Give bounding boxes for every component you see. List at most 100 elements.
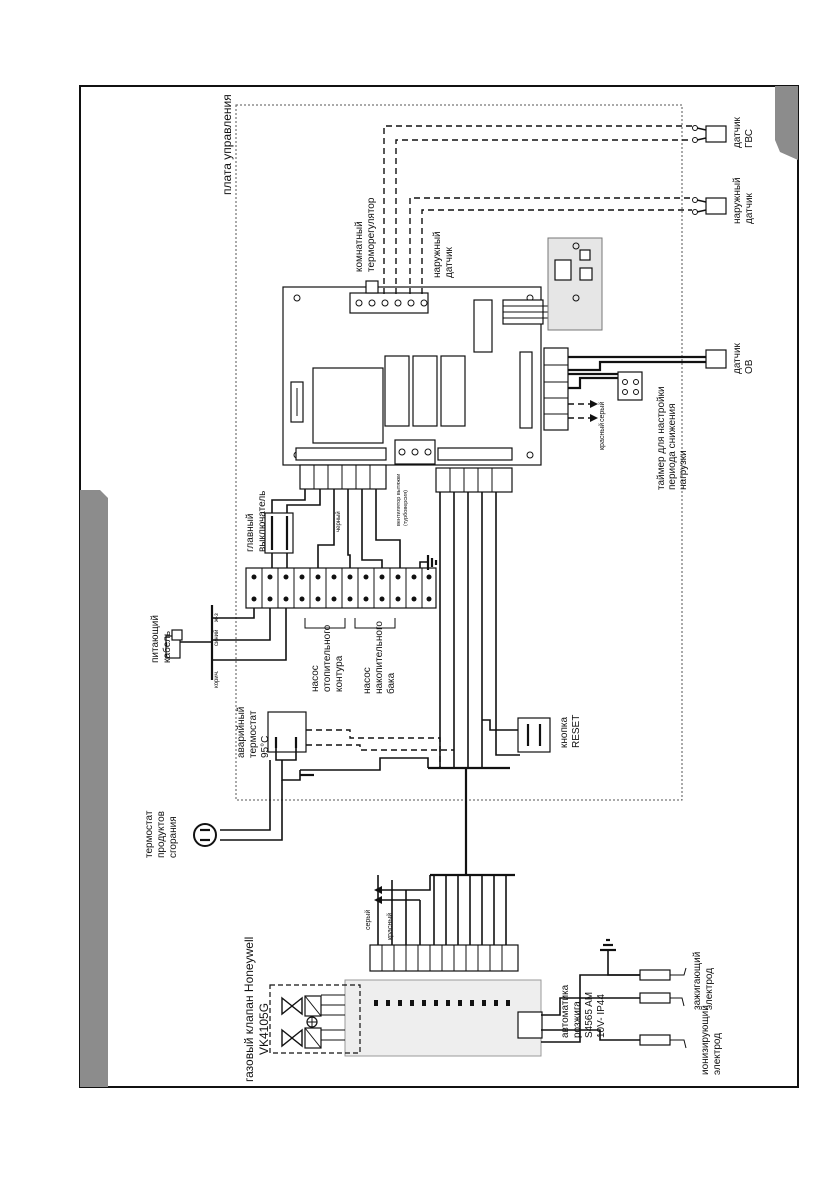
label-gas-valve-model: VK4105G — [257, 1003, 271, 1055]
reset-button — [517, 717, 551, 753]
svg-text:95°C: 95°C — [260, 736, 271, 758]
svg-text:ГВС: ГВС — [744, 129, 755, 148]
label-black-wire: черный — [335, 511, 342, 532]
top-terminal-block — [349, 292, 429, 314]
label-outdoor-sensor-right: наружный датчик — [732, 177, 755, 224]
label-emergency-thermostat: аварийный термостат 95°C — [236, 707, 271, 758]
microcontroller-chip — [473, 299, 493, 353]
label-room-thermostat: комнатный терморегулятор — [354, 197, 377, 272]
outdoor-sensor-probe — [705, 197, 727, 215]
svg-text:накопительного: накопительного — [374, 621, 385, 694]
top-terminal-pins — [355, 299, 428, 307]
label-tank-pump: насос накопительного бака — [362, 621, 397, 694]
svg-text:аварийный: аварийный — [236, 707, 247, 758]
label-main-switch: главный выключатель — [245, 491, 268, 552]
label-exhaust-fan: вентилятор вытяжки (турбоверсия) — [396, 474, 409, 526]
right-plug — [435, 467, 513, 493]
left-plug — [299, 464, 387, 490]
label-heating-pump: насос отопительного контура — [310, 624, 345, 692]
pcb-bottom-terminals-right — [437, 447, 513, 461]
right-gray-tab — [775, 86, 798, 160]
gas-valve-boundary — [269, 984, 361, 1054]
relay — [440, 355, 466, 427]
label-flue-thermostat: термостат продуктов сгорания — [144, 810, 179, 858]
label-gray-timer: серый — [598, 402, 606, 422]
electrode-connector — [639, 969, 671, 981]
svg-text:датчик: датчик — [732, 342, 743, 374]
relay — [412, 355, 438, 427]
timer-module — [617, 371, 643, 401]
relay — [384, 355, 410, 427]
side-terminal-block — [519, 351, 533, 429]
svg-text:бака: бака — [385, 672, 397, 694]
label-red-timer: красный — [598, 423, 606, 450]
svg-text:электрод: электрод — [712, 1033, 723, 1075]
svg-text:периода снижения: периода снижения — [667, 403, 678, 490]
svg-text:ионизирующий: ионизирующий — [700, 1005, 711, 1075]
label-reset-button: кнопка RESET — [559, 715, 582, 748]
label-gray-lower: серый — [364, 910, 372, 930]
label-dhw-sensor: датчик ГВС — [732, 116, 755, 148]
label-ignition-automation: автоматика розжига S4565 AM 10V- IP44 — [560, 984, 607, 1038]
label-yellow-green: ж-з — [214, 613, 220, 622]
svg-text:продуктов: продуктов — [156, 811, 167, 858]
gas-valve-symbol — [281, 995, 322, 1049]
svg-text:электрод: электрод — [704, 968, 715, 1010]
label-ov-sensor: датчик ОВ — [732, 342, 755, 374]
svg-text:наружный: наружный — [432, 231, 443, 278]
dhw-sensor-probe — [705, 125, 727, 143]
svg-text:насос: насос — [310, 665, 321, 692]
svg-text:главный: главный — [245, 514, 256, 552]
svg-text:зажигающий: зажигающий — [692, 952, 703, 1010]
main-terminal-pins — [261, 568, 423, 608]
svg-text:наружный: наружный — [732, 177, 743, 224]
svg-text:терморегулятор: терморегулятор — [366, 197, 377, 272]
svg-text:ОВ: ОВ — [744, 359, 755, 374]
flue-thermostat-sensor — [193, 823, 217, 847]
svg-text:питающий: питающий — [150, 615, 161, 663]
electrode-connector — [639, 1034, 671, 1046]
svg-text:кнопка: кнопка — [559, 717, 570, 748]
svg-text:датчик: датчик — [444, 246, 455, 278]
label-ionization-electrode: ионизирующий электрод — [700, 1005, 723, 1075]
right-terminal-block — [543, 347, 569, 431]
pcb-bottom-terminals-mid — [394, 439, 436, 465]
svg-text:S4565 AM: S4565 AM — [584, 992, 595, 1038]
ignition-automation-terminals — [369, 944, 519, 972]
svg-text:выключатель: выключатель — [257, 491, 268, 552]
label-red-lower: красный — [386, 913, 394, 940]
label-power-cable: питающий кабель — [150, 615, 173, 663]
electrode-connector — [639, 992, 671, 1004]
label-gas-valve: газовый клапан Honeywell — [242, 937, 256, 1082]
left-gray-tab — [80, 490, 108, 1087]
svg-text:термостат: термостат — [248, 710, 259, 758]
svg-text:автоматика: автоматика — [560, 984, 571, 1038]
svg-text:RESET: RESET — [571, 715, 582, 748]
svg-text:термостат: термостат — [144, 810, 155, 858]
svg-text:розжига: розжига — [572, 1001, 583, 1038]
display-panel — [547, 237, 603, 331]
label-ignition-electrode: зажигающий электрод — [692, 952, 715, 1010]
label-timer: таймер для настройки периода снижения на… — [656, 386, 689, 490]
label-blue: синий — [213, 630, 220, 646]
svg-text:датчик: датчик — [732, 116, 743, 148]
svg-text:контура: контура — [334, 655, 345, 692]
main-switch — [264, 512, 294, 554]
pcb-hole — [293, 294, 301, 302]
pcb-hole — [526, 451, 534, 459]
svg-text:отопительного: отопительного — [322, 624, 333, 692]
main-terminal-strip — [245, 567, 437, 609]
svg-text:(турбоверсия): (турбоверсия) — [403, 490, 409, 526]
pcb-bottom-terminals-left — [295, 447, 387, 461]
transformer — [312, 367, 384, 444]
label-brown: корич. — [214, 670, 220, 688]
emergency-thermostat — [267, 711, 307, 753]
label-outdoor-sensor-board: наружный датчик — [432, 231, 455, 278]
svg-text:10V- IP44: 10V- IP44 — [596, 994, 607, 1038]
control-board-boundary — [235, 104, 683, 801]
svg-text:комнатный: комнатный — [354, 221, 365, 272]
svg-text:датчик: датчик — [744, 192, 755, 224]
label-control-board: плата управления — [220, 94, 234, 195]
svg-text:сгорания: сгорания — [168, 816, 179, 858]
